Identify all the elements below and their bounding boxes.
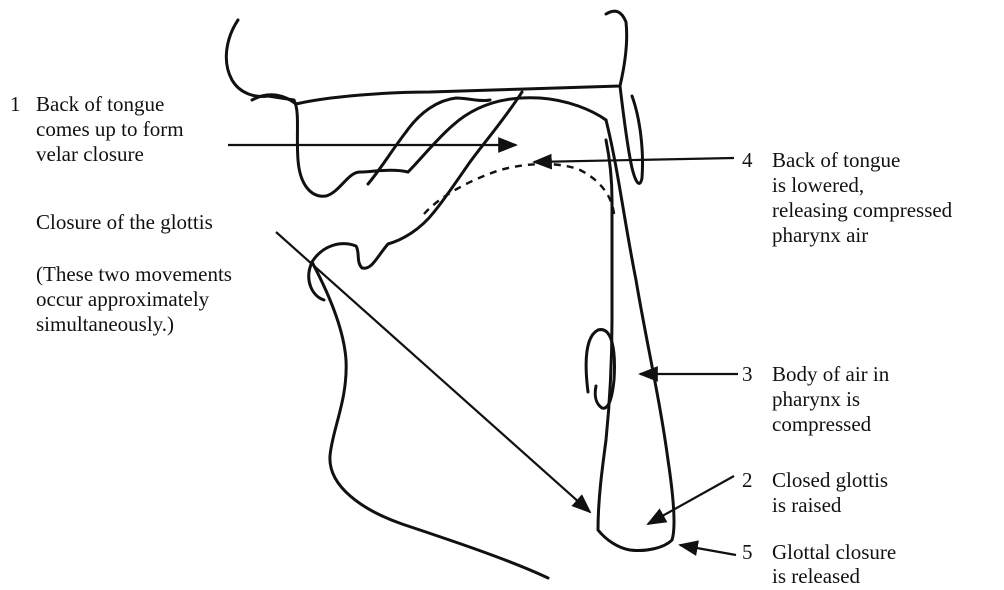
label-4-number: 4 <box>742 148 772 173</box>
note-line-1: (These two movements <box>36 262 232 287</box>
label-1-line-2-wrap: comes up to form <box>36 117 184 142</box>
label-4-rest: is lowered, releasing compressed pharynx… <box>772 173 952 248</box>
label-2-line-1: Closed glottis <box>772 468 888 492</box>
label-2-rest: is raised <box>772 493 841 518</box>
label-1-number: 1 <box>10 92 36 117</box>
label-4-line-4: pharynx air <box>772 223 952 248</box>
note-line-3: simultaneously.) <box>36 312 232 337</box>
arrow-4 <box>534 158 734 162</box>
note: (These two movements occur approximately… <box>36 262 232 337</box>
jaw-line <box>312 262 548 578</box>
label-5-line-1: Glottal closure <box>772 540 896 564</box>
label-3-line-1: Body of air in <box>772 362 889 386</box>
label-4-line-1: Back of tongue <box>772 148 900 172</box>
label-5-rest: is released <box>772 564 860 589</box>
label-glottis: Closure of the glottis <box>36 210 213 235</box>
label-5-line-2: is released <box>772 564 860 589</box>
label-1-line-3: velar closure <box>36 142 144 166</box>
label-3-rest: pharynx is compressed <box>772 387 871 437</box>
arrow-glottis <box>276 232 590 512</box>
label-4-line-2: is lowered, <box>772 173 952 198</box>
label-1-line-1: Back of tongue <box>36 92 164 116</box>
label-1-line-3-wrap: velar closure <box>36 142 144 167</box>
velum <box>620 86 643 183</box>
label-2-number: 2 <box>742 468 772 493</box>
label-3-line-3: compressed <box>772 412 871 437</box>
label-1-line-2: comes up to form <box>36 117 184 141</box>
palate-line <box>252 11 627 104</box>
label-2-line-2: is raised <box>772 493 841 518</box>
label-glottis-text: Closure of the glottis <box>36 210 213 234</box>
arrow-2 <box>648 476 734 524</box>
label-3-line-2: pharynx is <box>772 387 871 412</box>
label-5-number: 5 <box>742 540 772 565</box>
arrow-5 <box>680 545 736 555</box>
tongue-outline <box>309 92 522 300</box>
label-4-line-3: releasing compressed <box>772 198 952 223</box>
note-line-2: occur approximately <box>36 287 232 312</box>
label-3-number: 3 <box>742 362 772 387</box>
